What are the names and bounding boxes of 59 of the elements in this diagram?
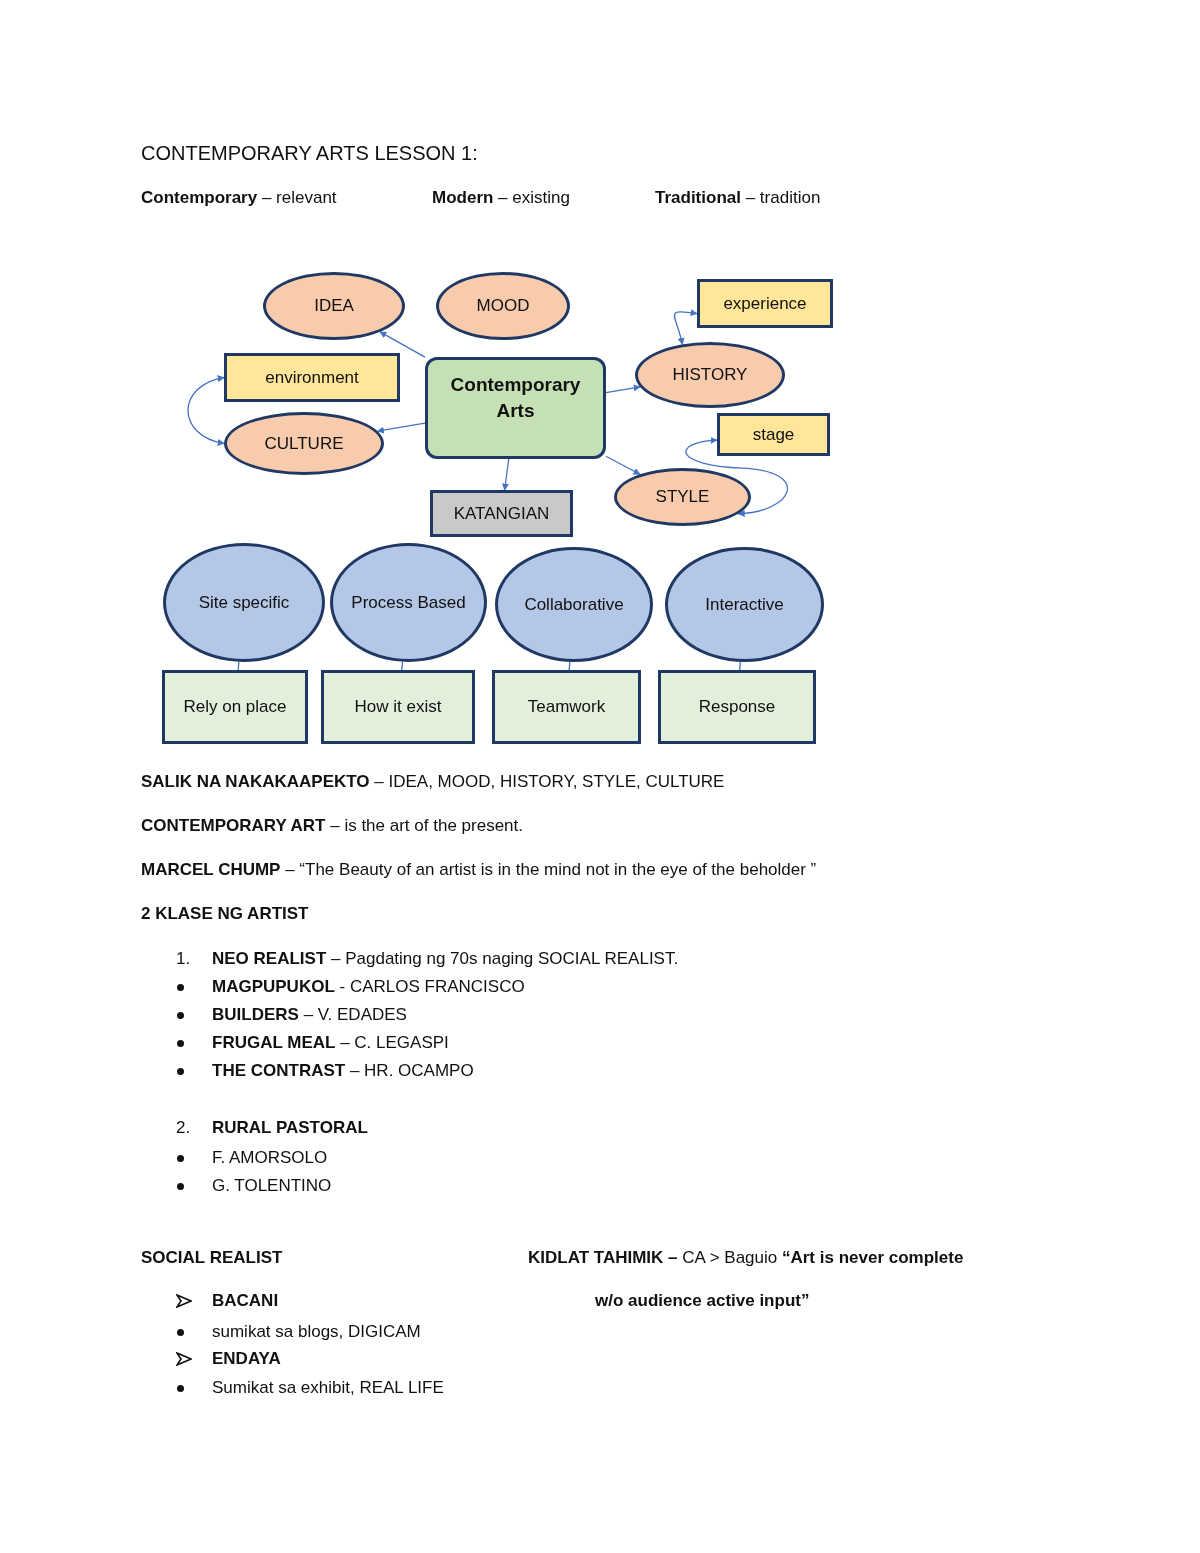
definition-text: CONTEMPORARY ART – is the art of the present. [141,815,523,837]
section-heading: SOCIAL REALIST [141,1247,283,1269]
node-label: Process Based [351,592,466,613]
node-label: KATANGIAN [453,503,550,524]
arrow [187,375,225,446]
list-number: 1. [176,948,191,970]
quote-text: w/o audience active input” [595,1290,810,1312]
rectangle-node [697,279,833,328]
arrow [502,458,510,491]
node-label: Collaborative [524,594,624,615]
list-item: ENDAYA [212,1348,281,1370]
quote-text: KIDLAT TAHIMIK – CA > Baguio “Art is never complete [528,1247,964,1269]
rectangle-node [224,353,400,402]
arrow [605,455,641,475]
list-item: G. TOLENTINO [212,1175,332,1197]
node-label: Response [698,697,776,717]
node-label: Contemporary Arts [449,373,582,423]
node-label: Teamwork [527,697,606,717]
list-item: NEO REALIST – Pagdating ng 70s naging SOCIAL REALIST. [212,948,679,970]
list-item: sumikat sa blogs, DIGICAM [212,1321,421,1343]
list-item: Sumikat sa exhibit, REAL LIFE [212,1377,444,1399]
definition-text: Traditional – tradition [655,187,821,209]
definition-text: Contemporary – relevant [141,187,337,209]
central-node [425,357,606,459]
list-item: RURAL PASTORAL [212,1117,368,1139]
node-label: environment [265,367,359,388]
node-label: CULTURE [264,433,344,454]
rectangle-node [321,670,475,744]
node-label: Site specific [198,592,290,613]
node-label: MOOD [476,296,530,316]
connector-line [401,661,404,671]
node-label: STYLE [655,487,710,507]
list-item: BACANI [212,1290,279,1312]
node-label: stage [752,424,795,445]
node-label: HISTORY [672,365,748,385]
list-number: 2. [176,1117,191,1139]
arrow [379,331,426,358]
quote-text: MARCEL CHUMP – “The Beauty of an artist is in the mind not in the eye of the beholder ” [141,859,817,881]
list-item: BUILDERS – V. EDADES [212,1004,407,1026]
page-title: CONTEMPORARY ARTS LESSON 1: [141,142,478,164]
rectangle-node [717,413,830,456]
node-label: How it exist [354,697,442,717]
node-label: experience [723,293,807,314]
arrow [685,437,788,517]
node-label: Interactive [705,594,784,615]
list-item: F. AMORSOLO [212,1147,328,1169]
list-item: THE CONTRAST – HR. OCAMPO [212,1060,474,1082]
section-heading: 2 KLASE NG ARTIST [141,903,309,925]
connector-line [739,661,741,671]
definition-text: SALIK NA NAKAKAAPEKTO – IDEA, MOOD, HISTORY, STYLE, CULTURE [141,771,725,793]
rectangle-node [430,490,573,537]
list-item: MAGPUPUKOL - CARLOS FRANCISCO [212,976,525,998]
node-label: IDEA [314,296,354,316]
rectangle-node [658,670,816,744]
list-item: FRUGAL MEAL – C. LEGASPI [212,1032,449,1054]
node-label: Rely on place [183,697,287,717]
definition-text: Modern – existing [432,187,570,209]
rectangle-node [162,670,308,744]
rectangle-node [492,670,641,744]
